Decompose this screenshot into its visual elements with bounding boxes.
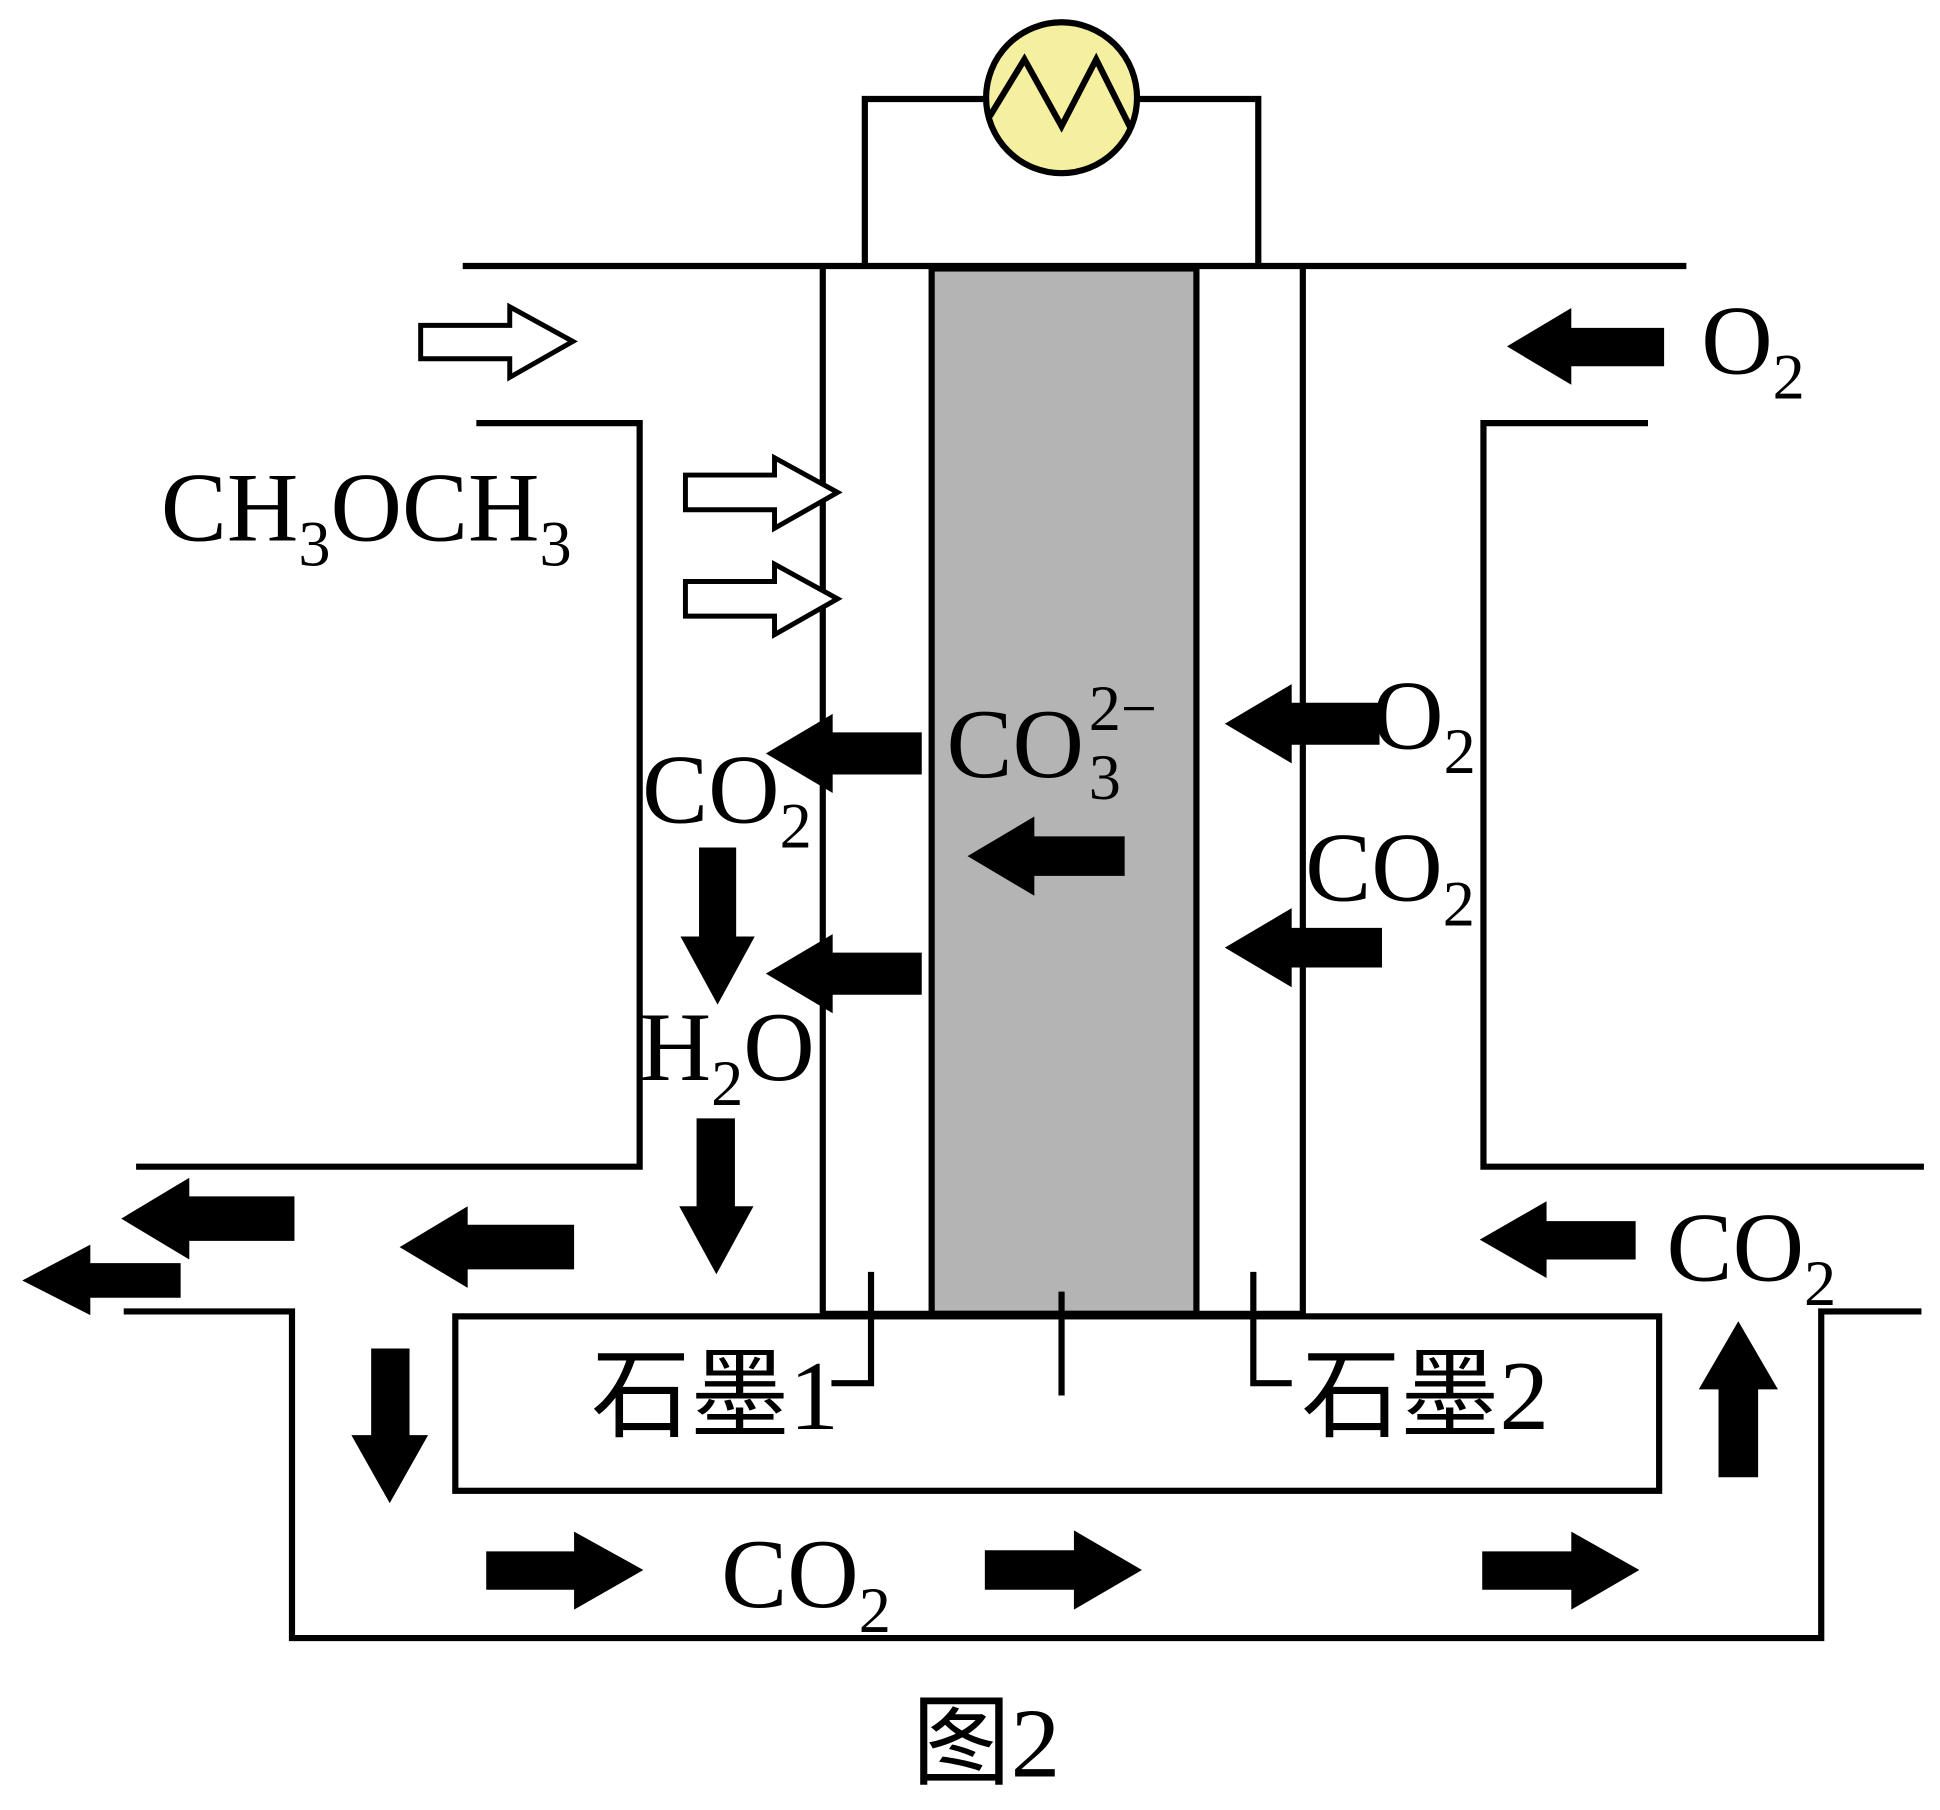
fuel-label: CH3OCH3 bbox=[161, 454, 572, 580]
h2o-label: H2O bbox=[640, 993, 815, 1119]
graphite-1-label: 石墨1 bbox=[591, 1342, 838, 1451]
solid-arrow-icon bbox=[1479, 1201, 1636, 1279]
solid-arrow-icon bbox=[765, 934, 922, 1014]
co2-recycle-in-label: CO2 bbox=[1667, 1193, 1837, 1319]
o2-inlet-label: O2 bbox=[1701, 287, 1805, 413]
solid-arrow-icon bbox=[486, 1531, 644, 1610]
solid-arrow-icon bbox=[22, 1244, 181, 1316]
solid-arrow-icon bbox=[351, 1348, 429, 1504]
co2-anode-label: CO2 bbox=[642, 736, 812, 862]
resistor-bulb-icon bbox=[982, 19, 1141, 177]
co2-cathode-label: CO2 bbox=[1305, 814, 1475, 940]
solid-arrow-icon bbox=[1224, 684, 1380, 764]
hollow-arrow-icon bbox=[682, 453, 843, 533]
housing-outline bbox=[123, 262, 1924, 1642]
solid-flow-arrows bbox=[22, 308, 1778, 1610]
solid-arrow-icon bbox=[1482, 1531, 1640, 1610]
external-circuit bbox=[861, 95, 1262, 266]
solid-arrow-icon bbox=[121, 1177, 295, 1260]
solid-arrow-icon bbox=[967, 816, 1125, 896]
graphite-2-label: 石墨2 bbox=[1302, 1342, 1549, 1451]
electrode-lines bbox=[819, 265, 1306, 1317]
carbonate-ion-label: CO 3 2− bbox=[946, 673, 1157, 821]
fuel-flow-arrows bbox=[418, 302, 843, 639]
solid-arrow-icon bbox=[1506, 308, 1665, 385]
solid-arrow-icon bbox=[399, 1206, 575, 1288]
figure-caption: 图2 bbox=[912, 1690, 1060, 1799]
graphite-base bbox=[452, 1271, 1663, 1494]
solid-arrow-icon bbox=[680, 847, 755, 1005]
solid-arrow-icon bbox=[1698, 1321, 1778, 1478]
solid-arrow-icon bbox=[765, 713, 922, 794]
electrolyte-membrane bbox=[928, 265, 1200, 1317]
solid-arrow-icon bbox=[984, 1530, 1142, 1610]
hollow-arrow-icon bbox=[418, 302, 578, 382]
solid-arrow-icon bbox=[1224, 908, 1383, 988]
o2-cathode-label: O2 bbox=[1372, 661, 1476, 787]
hollow-arrow-icon bbox=[682, 559, 843, 639]
solid-arrow-icon bbox=[679, 1118, 754, 1275]
co2-bottom-label: CO2 bbox=[721, 1520, 891, 1646]
